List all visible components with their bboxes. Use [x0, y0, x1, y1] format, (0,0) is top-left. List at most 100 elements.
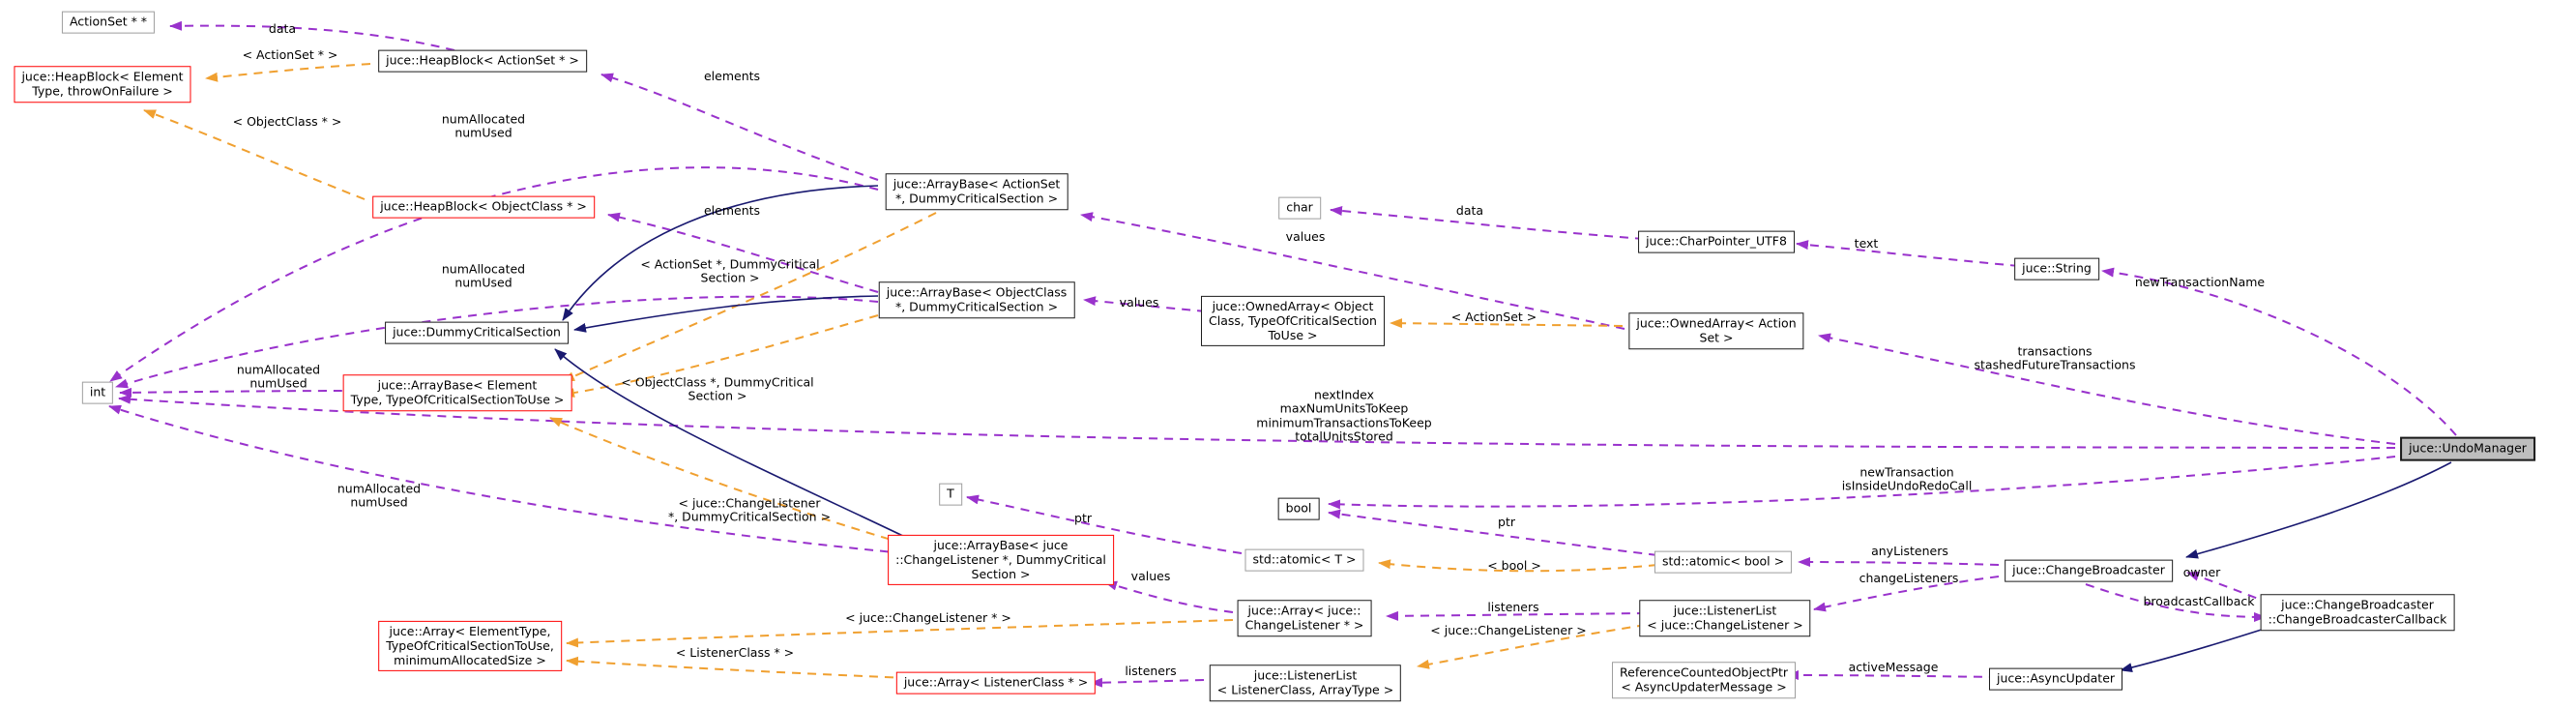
class-node-label: ToUse > [1268, 327, 1318, 342]
class-node-label: *, DummyCriticalSection > [894, 191, 1059, 205]
class-node-array-changelistener[interactable]: juce::Array< juce::ChangeListener * > [1237, 600, 1372, 636]
class-node-char[interactable]: char [1278, 196, 1321, 220]
edge-tpl-ownedarray [1390, 318, 1624, 329]
class-node-label: T [947, 486, 954, 501]
edge-tpl-array-changelistener [566, 619, 1234, 648]
edge-label-line: < juce::ChangeListener * > [845, 609, 1011, 625]
edge-label-changelisteners: changeListeners [1859, 570, 1959, 585]
class-node-label: juce::Array< juce:: [1247, 603, 1361, 618]
edge-label-activemessage: activeMessage [1849, 660, 1939, 674]
class-node-label: juce::ArrayBase< ObjectClass [886, 284, 1068, 300]
class-node-label: Type, throwOnFailure > [32, 83, 173, 98]
class-node-atomic-bool[interactable]: std::atomic< bool > [1654, 550, 1793, 574]
edge-label-line: transactions [2017, 343, 2093, 359]
edge-listeners-listenerclass [1090, 677, 1205, 688]
class-node-label: ReferenceCountedObjectPtr [1620, 665, 1788, 680]
class-node-array-template[interactable]: juce::Array< ElementType,TypeOfCriticalS… [378, 620, 562, 672]
edge-label-line: < ObjectClass *, DummyCritical [621, 374, 814, 390]
class-node-string[interactable]: juce::String [2014, 257, 2099, 281]
edge-elements-objectclass [607, 212, 879, 293]
class-node-label: juce::HeapBlock< ObjectClass * > [380, 198, 587, 214]
edge-label-tpl-ownedarray: < ActionSet > [1451, 310, 1537, 324]
class-node-arraybase-changelistener[interactable]: juce::ArrayBase< juce::ChangeListener *,… [888, 534, 1114, 586]
class-node-refcountedobjectptr[interactable]: ReferenceCountedObjectPtr< AsyncUpdaterM… [1612, 662, 1796, 698]
class-node-bool[interactable]: bool [1277, 497, 1320, 520]
edge-label-values-arraychangelistener: values [1131, 569, 1171, 583]
edge-label-line: isInsideUndoRedoCall [1841, 479, 1973, 493]
class-node-actionset-pp[interactable]: ActionSet * * [61, 11, 156, 34]
class-node-int[interactable]: int [81, 381, 114, 404]
edge-data-actionset [169, 20, 455, 51]
class-node-t[interactable]: T [939, 483, 962, 506]
edge-label-line: values [1285, 228, 1326, 244]
class-node-label: ::ChangeListener *, DummyCritical [895, 551, 1106, 567]
class-node-label: juce::ListenerList [1673, 603, 1777, 618]
edge-label-tpl-arraybase-changelistener: < juce::ChangeListener*, DummyCriticalSe… [668, 496, 831, 525]
class-node-label: juce::ArrayBase< Element [377, 377, 538, 393]
edge-label-anylisteners: anyListeners [1871, 544, 1948, 558]
class-node-dummycriticalsection[interactable]: juce::DummyCriticalSection [385, 321, 569, 344]
class-node-label: juce::ChangeBroadcaster [2281, 597, 2434, 612]
edge-label-ptr-bool: ptr [1498, 514, 1515, 529]
edge-label-line: < juce::ChangeListener > [1430, 622, 1587, 637]
class-node-label: std::atomic< bool > [1661, 553, 1785, 569]
edge-label-line: broadcastCallback [2143, 593, 2255, 608]
class-node-label: < juce::ChangeListener > [1647, 617, 1803, 632]
class-node-array-listenerclass[interactable]: juce::Array< ListenerClass * > [895, 671, 1097, 694]
edge-activemessage [1786, 670, 1999, 681]
edge-label-line: owner [2182, 564, 2221, 579]
edge-label-values-ownedtemplate: values [1120, 295, 1159, 310]
class-node-label: Class, TypeOfCriticalSection [1209, 312, 1377, 328]
edge-label-line: newTransactionName [2134, 274, 2266, 289]
edge-label-line: < ActionSet > [1450, 309, 1537, 324]
class-node-label: char [1286, 199, 1313, 215]
edge-label-line: Section > [700, 271, 760, 285]
edge-label-line: numAllocated [441, 261, 526, 277]
class-node-undomanager[interactable]: juce::UndoManager [2400, 436, 2535, 461]
class-node-listenerlist-changelistener[interactable]: juce::ListenerList< juce::ChangeListener… [1639, 600, 1811, 636]
edge-label-line: stashedFutureTransactions [1974, 358, 2136, 372]
class-node-arraybase-actionset[interactable]: juce::ArrayBase< ActionSet*, DummyCritic… [885, 173, 1068, 210]
class-node-charpointer-utf8[interactable]: juce::CharPointer_UTF8 [1638, 230, 1795, 253]
edge-label-line: ptr [1498, 514, 1515, 529]
edge-label-line: newTransaction [1859, 464, 1954, 480]
class-node-label: juce::Array< ListenerClass * > [903, 674, 1089, 690]
edge-tpl-atomic [1378, 559, 1658, 573]
class-node-label: juce::CharPointer_UTF8 [1646, 233, 1787, 249]
class-node-changebroadcaster[interactable]: juce::ChangeBroadcaster [2005, 559, 2173, 582]
edge-label-data-char: data [1456, 203, 1483, 218]
edge-label-line: listeners [1125, 663, 1177, 678]
class-node-listenerlist-template[interactable]: juce::ListenerList< ListenerClass, Array… [1209, 665, 1402, 701]
edge-label-elements-actionset: elements [704, 69, 760, 83]
edge-label-line: changeListeners [1859, 570, 1959, 585]
edge-numallocated-changelistener [108, 404, 905, 554]
class-node-asyncupdater[interactable]: juce::AsyncUpdater [1988, 667, 2123, 691]
class-node-label: juce::OwnedArray< Action [1636, 315, 1797, 331]
edge-label-line: elements [703, 202, 761, 218]
class-node-heapblock-objectclass[interactable]: juce::HeapBlock< ObjectClass * > [372, 195, 595, 219]
edge-label-data-actionset: data [269, 21, 296, 36]
edge-label-line: < bool > [1487, 557, 1541, 573]
edge-data-char [1330, 206, 1645, 240]
class-node-label: Type, TypeOfCriticalSectionToUse > [350, 392, 565, 406]
edge-label-line: listeners [1487, 599, 1539, 614]
class-node-label: ::ChangeBroadcasterCallback [2268, 611, 2447, 626]
edge-inherit-arraybase-changelistener [554, 348, 908, 539]
edge-label-line: < ActionSet * > [242, 46, 338, 62]
edge-label-owner: owner [2182, 564, 2221, 579]
edge-inherit-arraybase-actionset [562, 185, 879, 321]
class-node-changebroadcastercallback[interactable]: juce::ChangeBroadcaster::ChangeBroadcast… [2260, 594, 2455, 631]
class-node-atomic-t[interactable]: std::atomic< T > [1244, 548, 1364, 572]
class-node-heapblock-actionset[interactable]: juce::HeapBlock< ActionSet * > [378, 49, 587, 73]
class-node-arraybase-objectclass[interactable]: juce::ArrayBase< ObjectClass*, DummyCrit… [878, 281, 1075, 318]
edge-label-line: totalUnitsStored [1295, 428, 1393, 444]
class-node-label: juce::String [2022, 260, 2092, 276]
class-node-label: minimumAllocatedSize > [394, 652, 546, 667]
